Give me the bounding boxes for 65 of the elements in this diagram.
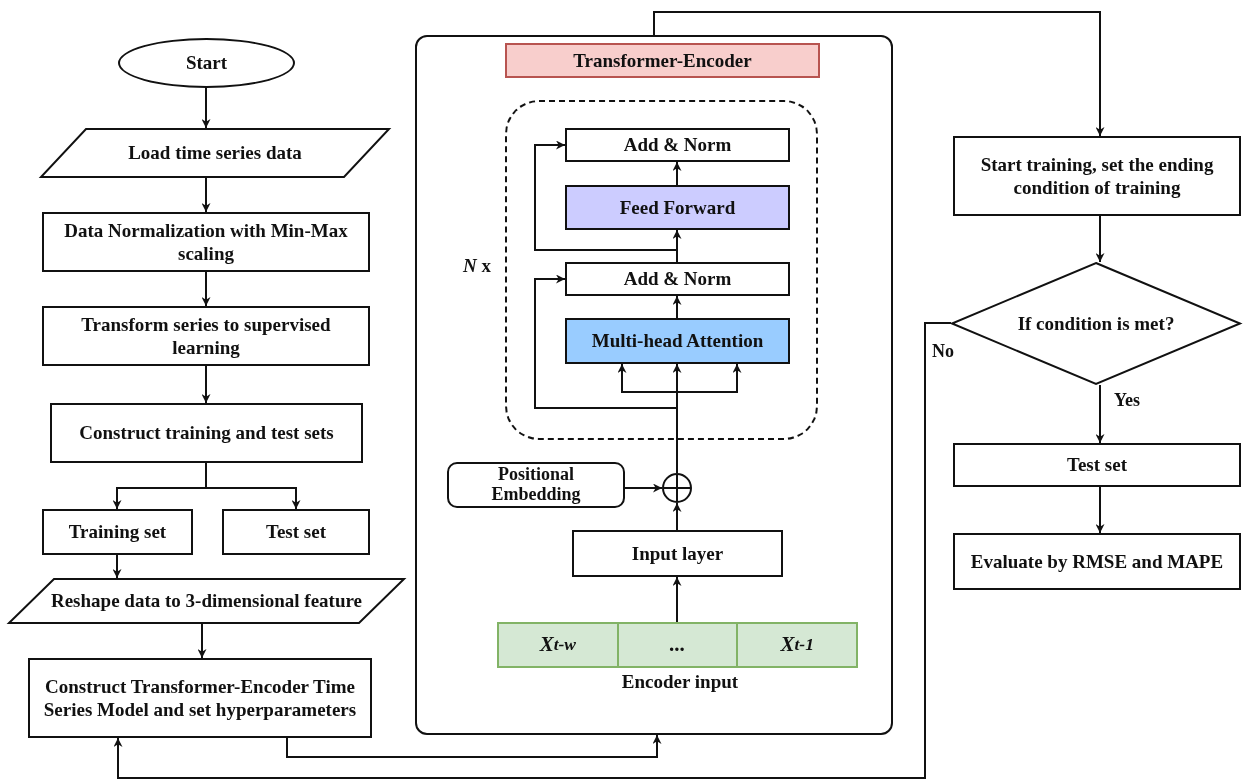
rounded-box	[447, 462, 625, 508]
arrow	[1095, 215, 1105, 263]
node-label: Start training, set the ending condition of training	[979, 152, 1215, 200]
node-label: Add & Norm	[622, 267, 733, 291]
process-box	[953, 136, 1241, 216]
arrow	[201, 365, 211, 404]
input-sequence-bar	[497, 622, 858, 668]
arrow	[201, 271, 211, 307]
data-parallelogram	[40, 128, 390, 178]
repeat-block-frame	[505, 100, 818, 440]
node-label: Transform series to supervised learning	[80, 312, 332, 360]
process-box	[42, 306, 370, 366]
arrow	[534, 140, 678, 263]
layer-box	[565, 318, 790, 364]
node-label: Construct Transformer-Encoder Time Series Model and set hyperparameters	[42, 674, 358, 722]
node-label: Add & Norm	[622, 133, 733, 157]
node-label: Feed Forward	[618, 195, 737, 220]
arrow	[672, 295, 682, 319]
data-parallelogram	[8, 578, 405, 624]
node-label: Transformer-Encoder	[572, 48, 753, 73]
arrow	[286, 734, 662, 758]
arrow	[112, 554, 122, 579]
layer-box	[565, 262, 790, 296]
addition-node	[662, 473, 692, 503]
process-box	[953, 533, 1241, 590]
sequence-token: ...	[616, 624, 737, 666]
node-label: Data Normalization with Min-Max scaling	[63, 218, 349, 266]
encoder-panel	[415, 35, 893, 735]
process-box	[42, 212, 370, 272]
node-label: Test set	[1066, 453, 1128, 477]
layer-box	[565, 128, 790, 162]
arrow	[201, 87, 211, 129]
title-box	[505, 43, 820, 78]
node-label: Training set	[67, 520, 168, 544]
node-label: Test set	[265, 520, 327, 544]
layer-box	[572, 530, 783, 577]
process-box	[28, 658, 372, 738]
process-box	[42, 509, 193, 555]
arrow	[672, 576, 682, 623]
side-label: N x	[462, 254, 492, 278]
node-label: Evaluate by RMSE and MAPE	[969, 549, 1225, 574]
node-label: If condition is met?	[1016, 311, 1176, 336]
node-label: Start	[184, 51, 229, 75]
arrow	[1095, 384, 1105, 444]
process-box	[953, 443, 1241, 487]
node-label: Construct training and test sets	[78, 421, 335, 445]
arrow	[197, 623, 207, 659]
arrow	[113, 322, 952, 779]
node-label: Positional Embedding	[490, 465, 582, 505]
arrow	[653, 11, 1105, 137]
node-label: Multi-head Attention	[590, 329, 765, 353]
layer-box	[565, 185, 790, 230]
arrow	[624, 483, 663, 493]
arrow	[672, 161, 682, 186]
process-box	[50, 403, 363, 463]
arrow	[205, 462, 301, 510]
arrow	[672, 502, 682, 531]
node-label: Reshape data to 3-dimensional feature	[49, 589, 363, 613]
node-label: Input layer	[630, 541, 725, 566]
node-label: Load time series data	[127, 141, 303, 165]
arrow	[201, 177, 211, 213]
arrow	[534, 274, 678, 474]
process-box	[222, 509, 370, 555]
side-label: Encoder input	[620, 670, 740, 694]
arrow	[1095, 486, 1105, 534]
